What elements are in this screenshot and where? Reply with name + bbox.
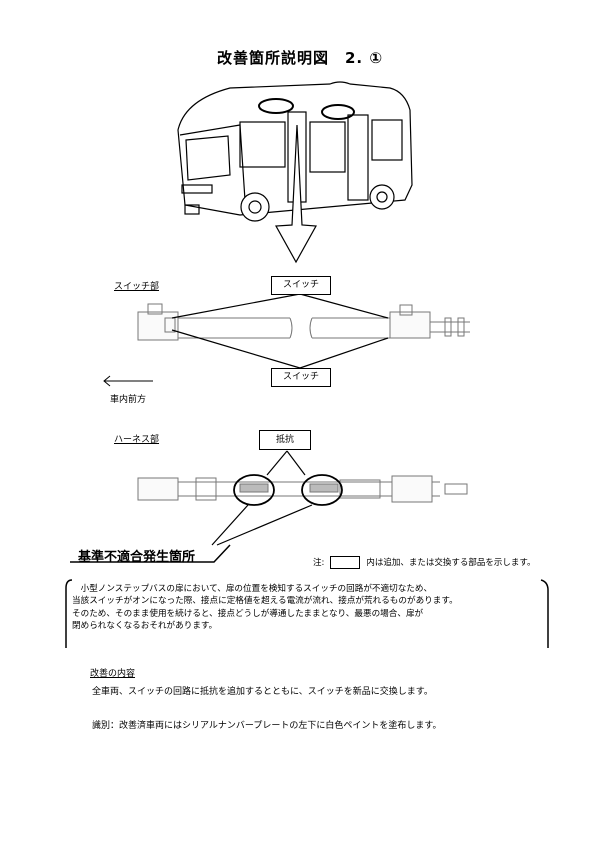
- resistor-callout-arrows: [211, 450, 313, 546]
- switch-section-heading: スイッチ部: [114, 282, 160, 292]
- resistor-highlight-right: [301, 474, 343, 506]
- harness-assembly: [137, 475, 468, 503]
- switch-callout-arrows: [171, 293, 389, 369]
- switch-assembly: [137, 303, 470, 341]
- description-line: 当該スイッチがオンになった際、接点に定格値を超える電流が流れ、接点が荒れるものが…: [72, 596, 458, 607]
- switch-callout-top: スイッチ: [271, 276, 331, 295]
- description-line: そのため、そのまま使用を続けると、接点どうしが導通したままとなり、最悪の場合、扉…: [72, 608, 424, 619]
- bracket-right: [540, 579, 549, 648]
- defect-label-underline: [70, 544, 231, 563]
- improvement-heading: 改善の内容: [90, 669, 136, 679]
- legend-box-sample: [330, 556, 361, 569]
- description-line: 小型ノンステップバスの扉において、扉の位置を検知するスイッチの回路が不適切なため…: [72, 584, 433, 594]
- page-title: 改善箇所説明図 2. ①: [216, 49, 384, 67]
- switch-callout-bottom: スイッチ: [271, 368, 331, 387]
- resistor-highlight-left: [233, 474, 275, 506]
- down-arrow: [275, 124, 317, 264]
- bracket-left: [65, 579, 73, 648]
- harness-section-heading: ハーネス部: [114, 435, 160, 445]
- defect-location-label: 基準不適合発生箇所: [78, 550, 196, 565]
- direction-label: 車内前方: [110, 395, 147, 405]
- bus-illustration: [177, 81, 413, 222]
- defect-description: 小型ノンステップバスの扉において、扉の位置を検知するスイッチの回路が不適切なため…: [72, 583, 552, 632]
- legend-note: 注: 内は追加、または交換する部品を示します。: [313, 556, 536, 569]
- note-prefix: 注:: [313, 558, 325, 568]
- resistor-callout: 抵抗: [259, 430, 311, 450]
- improvement-text: 全車両、スイッチの回路に抵抗を追加するとともに、スイッチを新品に交換します。: [92, 687, 433, 697]
- description-line: 閉められなくなるおそれがあります。: [72, 620, 218, 631]
- identification-text: 識別：改善済車両にはシリアルナンバープレートの左下に白色ペイントを塗布します。: [92, 721, 442, 731]
- direction-arrow: [103, 375, 153, 387]
- note-suffix: 内は追加、または交換する部品を示します。: [366, 558, 536, 568]
